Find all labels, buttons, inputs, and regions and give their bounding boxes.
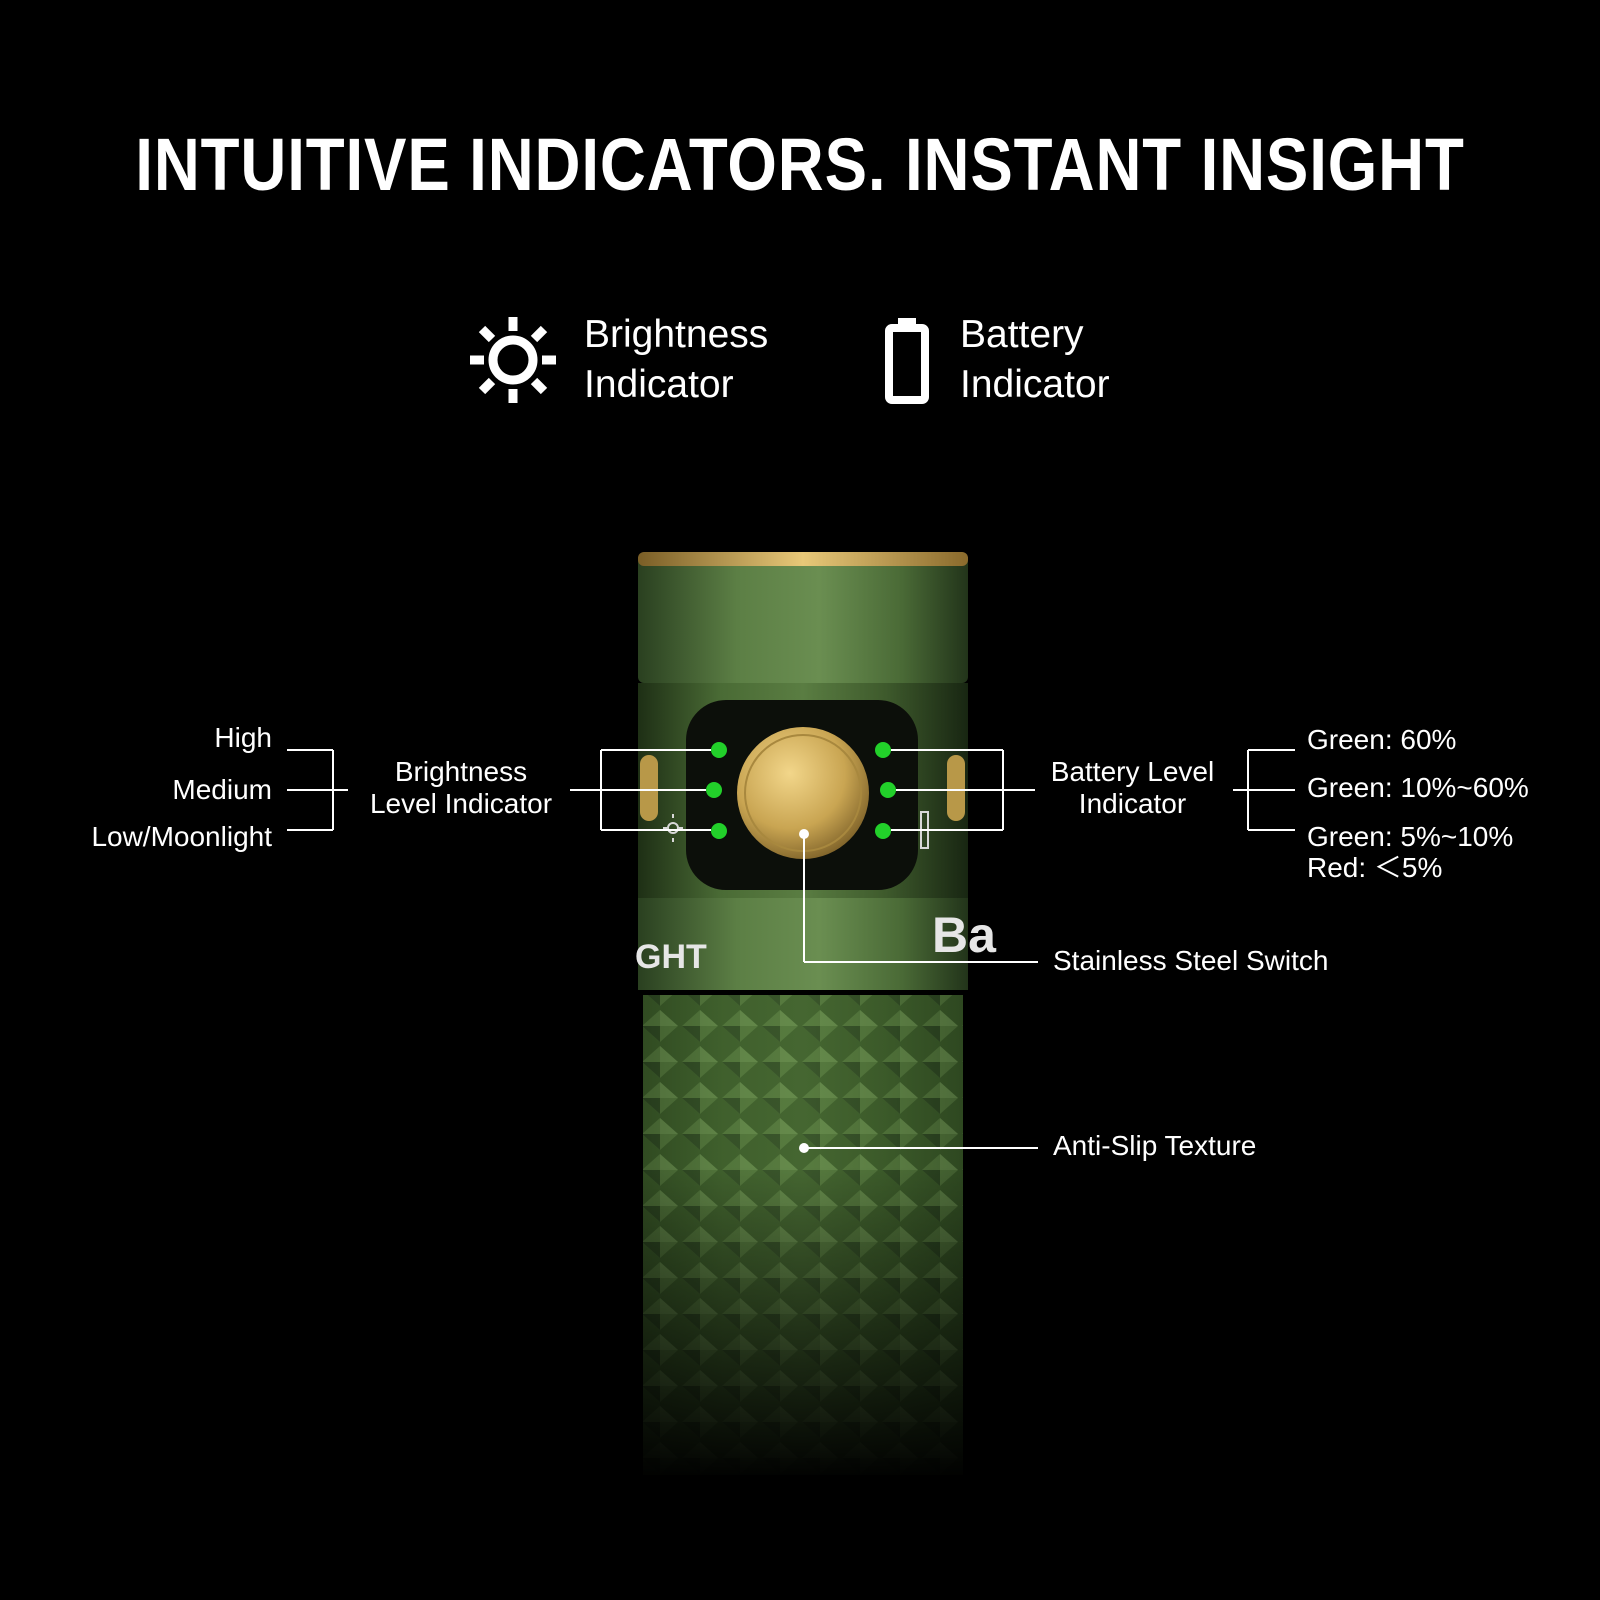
legend-brightness-line1: Brightness: [584, 313, 769, 356]
legend-battery-line1: Battery: [960, 313, 1084, 356]
led-battery-2: [880, 782, 896, 798]
engraved-sun-icon: [663, 814, 683, 842]
legend-brightness: Brightness Indicator: [468, 310, 768, 410]
battery-level-60: Green: 60%: [1307, 724, 1457, 755]
led-brightness-low: [711, 823, 727, 839]
brightness-level-indicator: Brightness Level Indicator: [369, 756, 553, 819]
legend-battery-line2: Indicator: [960, 363, 1110, 406]
switch-label: Stainless Steel Switch: [1053, 945, 1329, 976]
battery-icon: [885, 318, 929, 404]
body-print-left: GHT: [635, 938, 707, 976]
legend-battery: Battery Indicator: [884, 310, 1110, 410]
stainless-steel-switch: [737, 727, 869, 859]
level-medium: Medium: [172, 774, 272, 805]
led-brightness-high: [711, 742, 727, 758]
led-brightness-medium: [706, 782, 722, 798]
texture-label: Anti-Slip Texture: [1053, 1130, 1257, 1161]
level-high: High: [214, 722, 272, 753]
battery-level-indicator: Battery Level Indicator: [1050, 756, 1215, 819]
body-print-right: Ba: [932, 907, 997, 963]
led-battery-3: [875, 823, 891, 839]
brass-rim: [638, 552, 968, 566]
battery-level-10-60: Green: 10%~60%: [1307, 772, 1529, 803]
page-title: INTUITIVE INDICATORS. INSTANT INSIGHT: [135, 123, 1465, 206]
flashlight-head: [638, 553, 968, 683]
level-low-moonlight: Low/Moonlight: [91, 821, 272, 852]
battery-level-red: Red: ＜5%: [1307, 852, 1443, 883]
legend-brightness-line2: Indicator: [584, 363, 734, 406]
battery-level-5-10: Green: 5%~10%: [1307, 821, 1514, 852]
sun-icon: [470, 317, 556, 403]
callout-lines: [287, 749, 1295, 1149]
led-battery-1: [875, 742, 891, 758]
